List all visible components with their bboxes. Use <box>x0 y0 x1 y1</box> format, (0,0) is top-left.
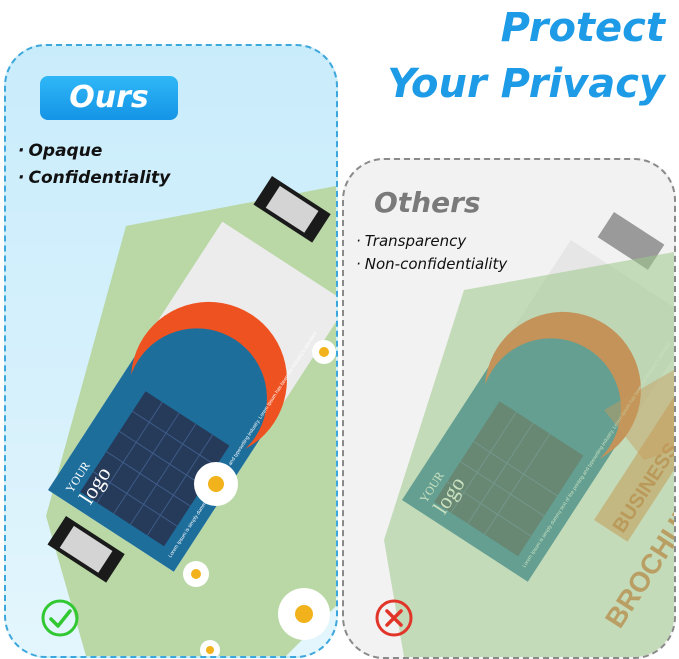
headline: Protect Your Privacy <box>387 0 665 112</box>
ours-feature-opaque: ·Opaque <box>18 141 103 161</box>
others-feature-transparency: ·Transparency <box>356 232 467 250</box>
others-envelope-illustration: YOUR logo Lorem Ipsum is simply dummy te… <box>384 212 674 657</box>
others-feature-list: ·Transparency ·Non-confidentiality <box>356 230 507 276</box>
x-circle-icon <box>375 599 413 637</box>
others-title: Others <box>374 186 481 219</box>
headline-line-1: Protect <box>500 5 665 51</box>
ours-panel: YOUR logo Lorem Ipsum is simply dummy te… <box>4 44 338 658</box>
ours-badge: Ours <box>40 76 178 120</box>
ours-daisy-flowers <box>183 340 336 656</box>
others-transparent-envelope <box>384 252 674 657</box>
ours-feature-confidentiality: ·Confidentiality <box>18 168 171 188</box>
ours-envelope-illustration: YOUR logo Lorem Ipsum is simply dummy te… <box>46 176 336 656</box>
others-feature-non-confidentiality: ·Non-confidentiality <box>356 255 508 273</box>
headline-line-2: Your Privacy <box>387 61 665 107</box>
check-circle-icon <box>41 599 79 637</box>
others-panel: YOUR logo Lorem Ipsum is simply dummy te… <box>342 158 676 659</box>
ours-feature-list: ·Opaque ·Confidentiality <box>18 138 170 192</box>
